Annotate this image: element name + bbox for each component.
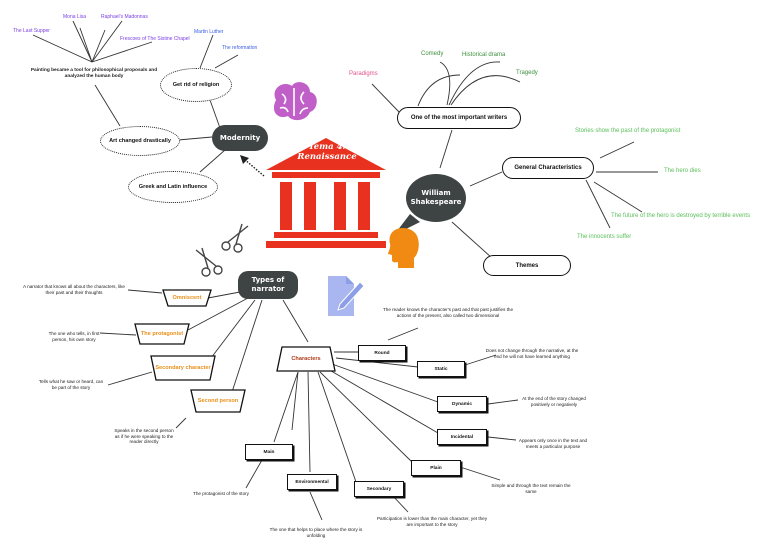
environmental-box: Environmental <box>287 474 337 490</box>
omniscent-note: A narrator that knows all about the char… <box>23 284 125 295</box>
dynamic-box: Dynamic <box>437 396 487 412</box>
omniscent-label: Omniscent <box>172 295 202 301</box>
secondary-note: Participation is lower than the main cha… <box>376 516 488 527</box>
second-person-note: Speaks in the second person as if he wer… <box>114 428 174 445</box>
mona-lisa-label: Mona Lisa <box>63 14 87 20</box>
protagonist-note: The one who tells, in first person, his … <box>48 331 100 342</box>
static-note: Does not change through the narrative, a… <box>485 348 579 359</box>
sistine-label: Frescoes of The Sistine Chapel <box>120 36 190 42</box>
paradigms-label: Paradigms <box>349 71 378 77</box>
document-pen-icon <box>328 276 365 316</box>
round-note: The reader knows the character's past an… <box>382 307 514 318</box>
speaker-head-icon <box>388 228 419 268</box>
main-box: Main <box>245 444 293 460</box>
painting-note: Painting became a tool for philosophical… <box>30 68 158 79</box>
characters-node: Characters <box>276 346 336 372</box>
secondary-character-node: Secondary character <box>150 355 216 381</box>
last-supper-label: The Last Supper <box>13 28 50 34</box>
themes-node: Themes <box>483 255 571 276</box>
page-title: Tema 4: Renaissance <box>297 142 357 163</box>
temple-icon <box>266 138 386 248</box>
scissors-icon <box>221 223 249 253</box>
art-changed-node: Art changed drastically <box>100 126 180 156</box>
protagonist-label: The protagonist <box>140 331 184 337</box>
martin-luther-label: Martin Luther <box>194 29 224 35</box>
characters-label: Characters <box>291 356 321 362</box>
comedy-label: Comedy <box>421 51 444 57</box>
hero-dies-label: The hero dies <box>664 168 701 174</box>
greek-latin-node: Greek and Latin influence <box>128 171 218 203</box>
secondary-character-label: Secondary character <box>155 365 211 371</box>
tragedy-label: Tragedy <box>516 70 538 76</box>
dynamic-note: At the end of the story changed positive… <box>522 396 586 407</box>
get-rid-of-religion-node: Get rid of religion <box>160 68 232 102</box>
brain-icon <box>273 82 317 121</box>
secondary-box: Secondary <box>354 481 404 497</box>
secondary-character-note: Tells what he saw or heard, can be part … <box>38 379 104 390</box>
general-characteristics-node: General Characteristics <box>502 157 594 179</box>
plain-note: Simple and through the text remain the s… <box>491 483 571 494</box>
main-note: The protagonist of the story <box>193 491 249 496</box>
innocents-suffer-label: The innocents suffer <box>577 234 632 240</box>
william-shakespeare-node: William Shakespeare <box>406 174 466 222</box>
historical-drama-label: Historical drama <box>462 52 506 58</box>
william-shakespeare-label: William Shakespeare <box>410 188 462 206</box>
plain-box: Plain <box>411 460 461 476</box>
round-box: Round <box>358 345 406 361</box>
modernity-node: Modernity <box>212 125 268 151</box>
hero-future-label: The future of the hero is destroyed by t… <box>611 213 751 219</box>
omniscent-node: Omniscent <box>162 289 212 307</box>
protagonist-node: The protagonist <box>134 323 190 345</box>
reformation-label: The reformation <box>222 45 258 51</box>
types-of-narrator-node: Types of narrator <box>238 271 298 299</box>
types-of-narrator-label: Types of narrator <box>251 276 285 293</box>
past-of-protagonist-label: Stories show the past of the protagonist <box>575 128 681 134</box>
second-person-label: Second person <box>197 398 239 404</box>
environmental-note: The one that helps to place where the st… <box>269 527 363 538</box>
second-person-node: Second person <box>190 389 246 413</box>
important-writers-node: One of the most important writers <box>397 107 521 129</box>
incidental-note: Appears only once in the text and meets … <box>518 438 588 449</box>
raphael-label: Raphael's Madonnas <box>101 14 148 20</box>
static-box: Static <box>417 361 465 377</box>
scissors-icon <box>195 247 223 277</box>
incidental-box: Incidental <box>437 429 487 445</box>
